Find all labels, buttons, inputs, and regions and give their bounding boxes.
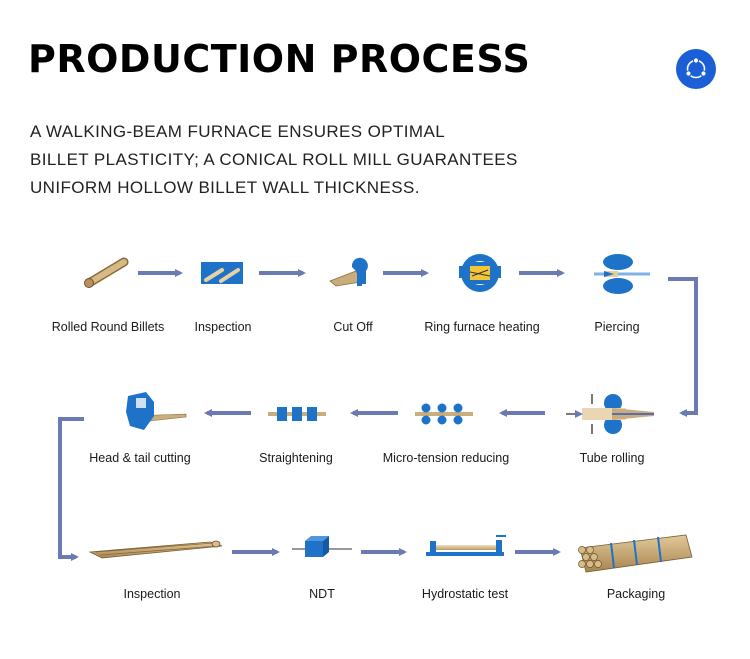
tube-rolling-icon [566,394,654,434]
hydrostatic-icon [426,535,506,556]
straightening-icon [268,407,326,421]
cut-off-icon [329,257,368,287]
furnace-icon [459,254,501,292]
step-label: Head & tail cutting [89,451,190,465]
step-label: Packaging [607,587,665,601]
page-title: PRODUCTION PROCESS [28,37,531,81]
description-line: A WALKING-BEAM FURNACE ENSURES OPTIMAL [30,122,446,141]
step-label: NDT [309,587,335,601]
reducing-icon [415,403,473,425]
step-label: Straightening [259,451,333,465]
cutting-icon [126,392,187,430]
step-label: Hydrostatic test [422,587,509,601]
description-line: UNIFORM HOLLOW BILLET WALL THICKNESS. [30,178,420,197]
share-icon [685,57,707,79]
description-line: BILLET PLASTICITY; A CONICAL ROLL MILL G… [30,150,518,169]
step-label: Cut Off [333,320,373,334]
ndt-icon [292,536,352,557]
pipe-inspection-icon [88,540,223,559]
packaging-icon [578,534,693,573]
step-label: Inspection [124,587,181,601]
step-label: Tube rolling [580,451,645,465]
step-label: Ring furnace heating [424,320,539,334]
step-label: Rolled Round Billets [52,320,165,334]
step-labels: Rolled Round Billets Inspection Cut Off … [52,320,666,601]
piercing-icon [594,254,650,294]
share-button[interactable] [676,49,716,89]
step-label: Piercing [594,320,639,334]
step-label: Inspection [195,320,252,334]
round-billet-icon [84,257,129,288]
description: A WALKING-BEAM FURNACE ENSURES OPTIMAL B… [30,118,550,202]
inspection-icon [201,262,243,284]
connector-right [668,277,698,417]
step-label: Micro-tension reducing [383,451,509,465]
connector-left [58,417,84,561]
